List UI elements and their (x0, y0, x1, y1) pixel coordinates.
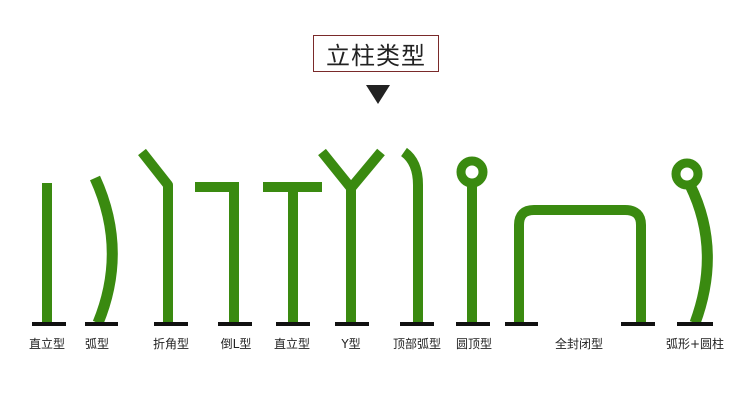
post-arc (89, 175, 118, 326)
label-top-arc: 顶部弧型 (392, 337, 442, 351)
post-round-top-ring (456, 156, 488, 188)
label-arc: 弧型 (84, 337, 110, 351)
post-arc-circle-stem (685, 182, 713, 325)
post-y (318, 148, 385, 323)
post-top-arc (400, 147, 423, 323)
post-bent (138, 148, 173, 323)
label-arc-circle: 弧形+圆柱 (665, 337, 725, 351)
label-round-top: 圆顶型 (455, 337, 493, 351)
label-y: Y型 (341, 337, 361, 351)
post-inverted-l (195, 182, 239, 323)
post-t (263, 182, 322, 323)
down-arrow-icon (366, 85, 390, 104)
post-closed (514, 205, 646, 323)
post-arc-circle-ring (671, 158, 703, 190)
label-inverted-l: 倒L型 (220, 337, 252, 351)
label-closed: 全封闭型 (554, 337, 604, 351)
title-box: 立柱类型 (313, 35, 439, 72)
label-straight-t: 直立型 (273, 337, 311, 351)
label-bent: 折角型 (152, 337, 190, 351)
label-straight: 直立型 (28, 337, 66, 351)
